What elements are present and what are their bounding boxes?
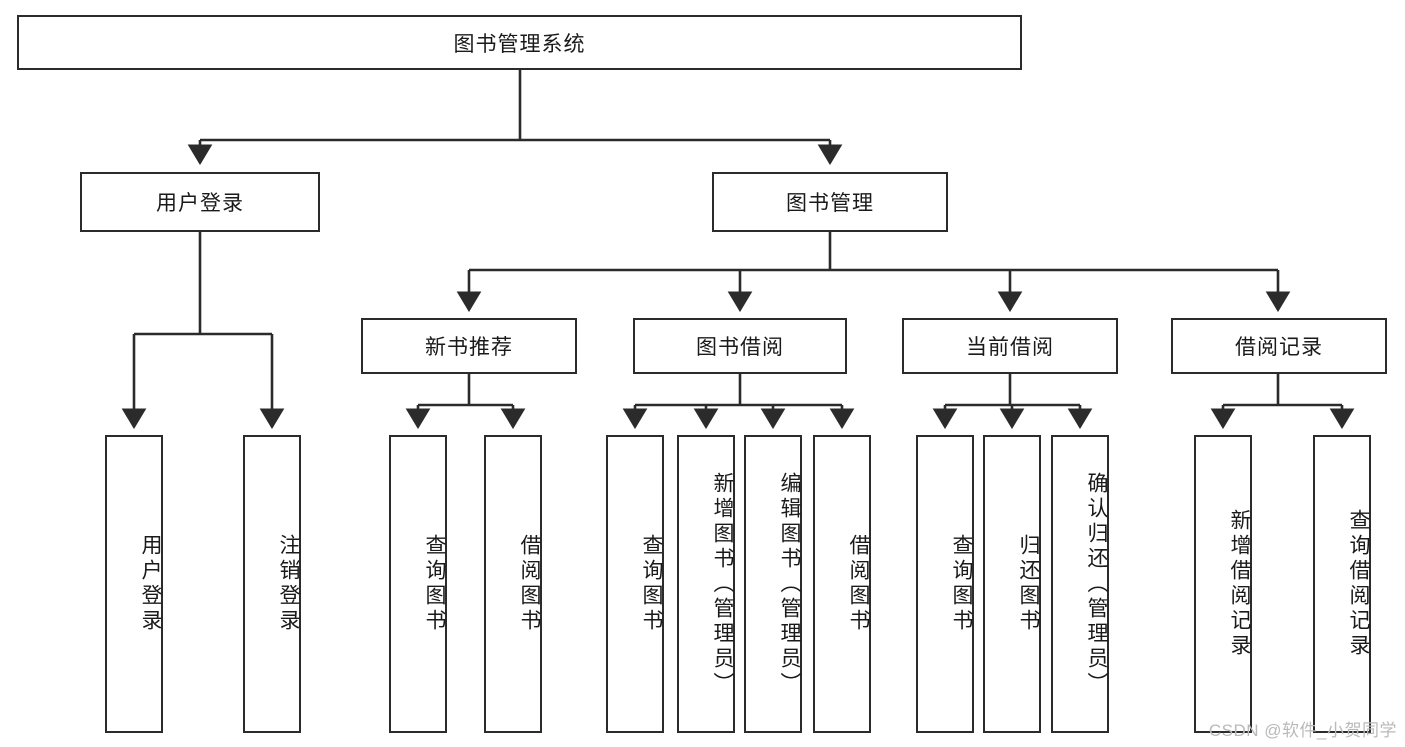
- leaf-current-query-book[interactable]: 查询图书: [916, 435, 974, 733]
- node-label: 确认归还（管理员）: [1085, 471, 1108, 697]
- node-label: 查询图书: [640, 534, 663, 634]
- node-label: 用户登录: [139, 534, 162, 634]
- node-label: 图书管理系统: [453, 32, 586, 56]
- node-label: 查询借阅记录: [1347, 509, 1370, 659]
- node-label: 新增图书（管理员）: [711, 471, 734, 697]
- leaf-current-confirm-return-admin[interactable]: 确认归还（管理员）: [1051, 435, 1109, 733]
- node-label: 查询图书: [423, 534, 446, 634]
- node-user-login[interactable]: 用户登录: [80, 172, 320, 232]
- node-label: 图书管理: [786, 192, 874, 215]
- node-label: 注销登录: [277, 534, 300, 634]
- leaf-current-return-book[interactable]: 归还图书: [983, 435, 1041, 733]
- watermark-text: CSDN @软件_小贺同学: [1208, 721, 1397, 740]
- node-label: 用户登录: [156, 192, 244, 215]
- node-label: 新书推荐: [425, 336, 513, 359]
- leaf-borrow-edit-book-admin[interactable]: 编辑图书（管理员）: [744, 435, 802, 733]
- node-book-borrow[interactable]: 图书借阅: [633, 318, 847, 374]
- leaf-borrow-query-book[interactable]: 查询图书: [606, 435, 664, 733]
- leaf-borrow-add-book-admin[interactable]: 新增图书（管理员）: [677, 435, 735, 733]
- leaf-new-book-borrow[interactable]: 借阅图书: [484, 435, 542, 733]
- node-label: 查询图书: [950, 534, 973, 634]
- leaf-user-login-logout[interactable]: 注销登录: [243, 435, 301, 733]
- node-current-borrow[interactable]: 当前借阅: [902, 318, 1118, 374]
- node-label: 借阅记录: [1235, 336, 1323, 359]
- node-label: 借阅图书: [518, 534, 541, 634]
- node-label: 归还图书: [1017, 534, 1040, 634]
- node-borrow-record[interactable]: 借阅记录: [1171, 318, 1387, 374]
- node-root-book-management-system[interactable]: 图书管理系统: [17, 15, 1022, 70]
- node-label: 图书借阅: [696, 336, 784, 359]
- leaf-record-query-record[interactable]: 查询借阅记录: [1313, 435, 1371, 733]
- node-label: 编辑图书（管理员）: [778, 471, 801, 697]
- node-label: 当前借阅: [966, 336, 1054, 359]
- node-book-management[interactable]: 图书管理: [712, 172, 948, 232]
- node-label: 借阅图书: [847, 534, 870, 634]
- leaf-record-add-record[interactable]: 新增借阅记录: [1194, 435, 1252, 733]
- leaf-new-book-query[interactable]: 查询图书: [389, 435, 447, 733]
- node-new-book-recommend[interactable]: 新书推荐: [361, 318, 577, 374]
- leaf-borrow-borrow-book[interactable]: 借阅图书: [813, 435, 871, 733]
- leaf-user-login-login[interactable]: 用户登录: [105, 435, 163, 733]
- node-label: 新增借阅记录: [1228, 509, 1251, 659]
